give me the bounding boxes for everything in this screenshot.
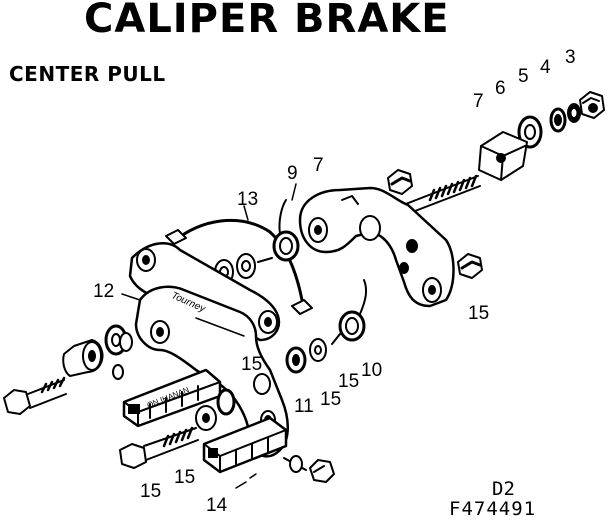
- center-bolt: [397, 174, 481, 217]
- figure-code: D2: [492, 478, 515, 500]
- callout-7-yoke: 7: [313, 155, 324, 176]
- brake-shoe-lower: [202, 416, 288, 474]
- part-number: F474491: [449, 498, 537, 520]
- pivot-bolt-left: [3, 376, 67, 415]
- diagram-title: CALIPER BRAKE: [84, 0, 450, 42]
- callout-10: 10: [361, 360, 383, 381]
- cap-nut-part3: [579, 91, 605, 119]
- callout-7-plate: 7: [473, 91, 484, 112]
- callout-15-lower-left: 15: [140, 481, 162, 502]
- callout-14: 14: [206, 495, 228, 516]
- callout-4: 4: [540, 57, 551, 78]
- pivot-bolt-lower: [119, 426, 199, 469]
- shoe-stud: [195, 388, 236, 431]
- callout-3: 3: [565, 47, 576, 68]
- callout-15-right: 15: [468, 303, 490, 324]
- hex-nut-upper: [387, 169, 413, 195]
- return-spring-part10: [331, 279, 368, 345]
- callout-13: 13: [237, 189, 259, 210]
- callout-15-mid-b: 15: [320, 389, 342, 410]
- yoke-bracket-part7: [298, 186, 455, 308]
- callout-12: 12: [93, 281, 115, 302]
- callout-6: 6: [495, 78, 506, 99]
- callout-9: 9: [287, 163, 298, 184]
- return-spring-part9: [272, 199, 300, 262]
- washer-part6: [517, 115, 543, 149]
- washer-part5: [549, 107, 567, 133]
- pivot-bushing: [62, 339, 104, 377]
- diagram-subtitle: CENTER PULL: [9, 62, 166, 86]
- callout-15-upper-mid: 15: [241, 354, 263, 375]
- callout-5: 5: [518, 66, 529, 87]
- callout-15-mid-a: 15: [338, 371, 360, 392]
- mounting-plate-part7: [478, 131, 528, 181]
- hex-nut-part15-right: [457, 253, 483, 279]
- acorn-nut-lower: [283, 455, 335, 483]
- callout-11: 11: [294, 396, 314, 417]
- washer-stack-left: [104, 324, 133, 380]
- washer-stack-middle: [285, 338, 327, 374]
- callout-15-lower-mid: 15: [174, 467, 196, 488]
- leader-lines: [121, 183, 297, 489]
- lock-washer-part4: [567, 103, 581, 123]
